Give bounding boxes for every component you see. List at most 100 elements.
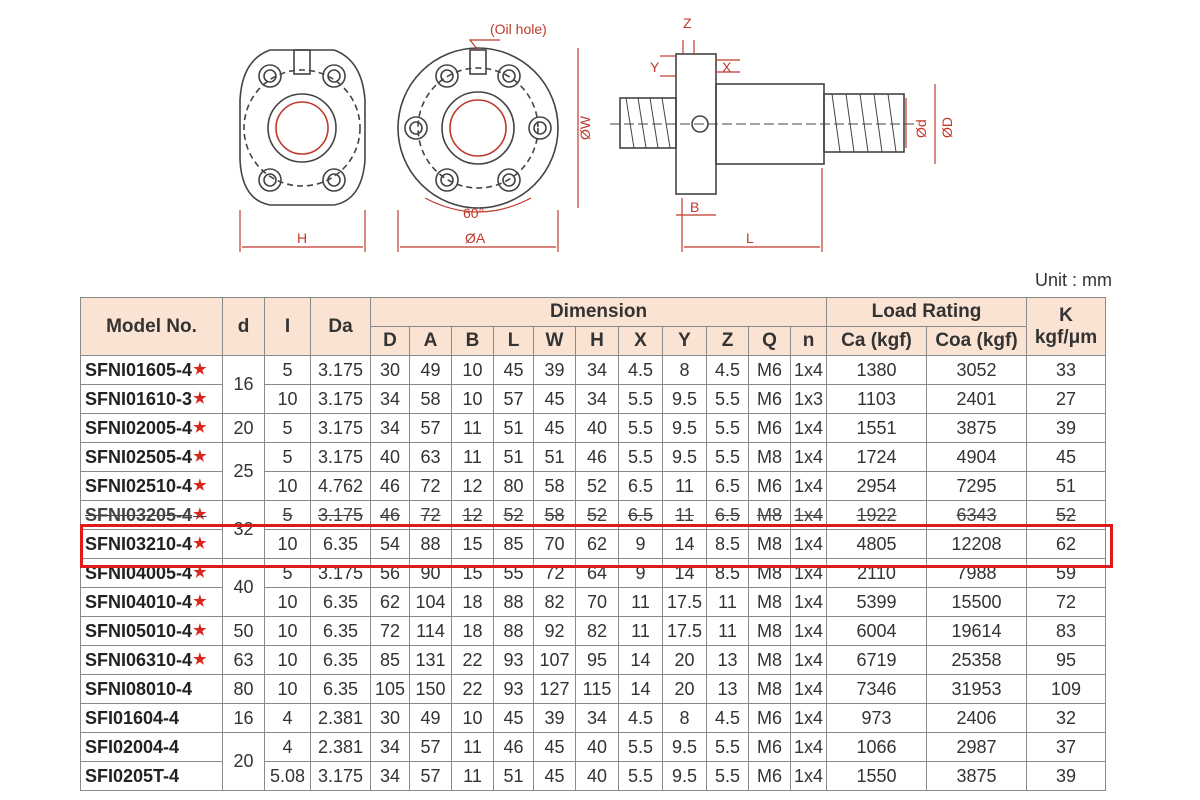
cell-da: 2.381 <box>310 703 371 733</box>
cell-a: 57 <box>409 732 452 762</box>
cell-d: 16 <box>222 703 265 733</box>
cell-n: 1x4 <box>790 674 827 704</box>
cell-n: 1x4 <box>790 413 827 443</box>
cell-x: 6.5 <box>618 471 663 501</box>
cell-z: 13 <box>706 674 749 704</box>
model-name: SFNI01610-3 <box>85 388 193 409</box>
cell-w: 72 <box>533 558 576 588</box>
col-coa: Coa (kgf) <box>926 326 1027 356</box>
cell-d: 40 <box>370 442 410 472</box>
cell-i: 5.08 <box>264 761 311 791</box>
cell-da: 3.175 <box>310 558 371 588</box>
flange-side-view <box>239 49 366 206</box>
table-subheader-row: D A B L W H X Y Z Q n Ca (kgf) Coa (kgf) <box>81 326 1106 356</box>
cell-da: 3.175 <box>310 500 371 530</box>
cell-b: 15 <box>451 529 494 559</box>
cell-i: 10 <box>264 587 311 617</box>
cell-h: 52 <box>575 471 619 501</box>
cell-d: 54 <box>370 529 410 559</box>
cell-d: 30 <box>370 703 410 733</box>
cell-w: 127 <box>533 674 576 704</box>
col-d: d <box>222 297 265 356</box>
cell-q: M8 <box>748 587 791 617</box>
cell-l: 51 <box>493 413 534 443</box>
cell-x: 5.5 <box>618 384 663 414</box>
cell-q: M8 <box>748 529 791 559</box>
cell-l: 46 <box>493 732 534 762</box>
unit-label: Unit : mm <box>1034 270 1112 290</box>
cell-da: 2.381 <box>310 732 371 762</box>
model-cell: SFNI04010-4★ <box>80 587 223 617</box>
model-cell: SFNI01605-4★ <box>80 355 223 385</box>
cell-i: 10 <box>264 471 311 501</box>
cell-a: 57 <box>409 761 452 791</box>
cell-da: 6.35 <box>310 587 371 617</box>
cell-q: M6 <box>748 732 791 762</box>
cell-z: 11 <box>706 616 749 646</box>
oil-hole-label: (Oil hole) <box>490 21 547 37</box>
cell-n: 1x4 <box>790 529 827 559</box>
cell-h: 40 <box>575 413 619 443</box>
cell-d: 34 <box>370 732 410 762</box>
cell-n: 1x4 <box>790 587 827 617</box>
cell-q: M8 <box>748 500 791 530</box>
cell-n: 1x4 <box>790 355 827 385</box>
cell-x: 5.5 <box>618 413 663 443</box>
cell-h: 52 <box>575 500 619 530</box>
cell-b: 18 <box>451 616 494 646</box>
cell-k: 109 <box>1026 674 1106 704</box>
cell-ca: 7346 <box>826 674 927 704</box>
cell-i: 4 <box>264 732 311 762</box>
col-k-label: K <box>1059 304 1073 326</box>
cell-a: 150 <box>409 674 452 704</box>
cell-da: 6.35 <box>310 674 371 704</box>
cell-n: 1x4 <box>790 761 827 791</box>
star-icon: ★ <box>193 505 207 523</box>
cell-k: 59 <box>1026 558 1106 588</box>
cell-y: 20 <box>662 674 707 704</box>
col-da: Da <box>310 297 371 356</box>
dim-z-label: Z <box>683 15 692 31</box>
cell-l: 85 <box>493 529 534 559</box>
cell-w: 70 <box>533 529 576 559</box>
cell-h: 40 <box>575 761 619 791</box>
cell-y: 9.5 <box>662 384 707 414</box>
cell-q: M6 <box>748 761 791 791</box>
cell-q: M8 <box>748 558 791 588</box>
model-cell: SFNI01610-3★ <box>80 384 223 414</box>
cell-d: 80 <box>222 674 265 704</box>
angle-label: 60° <box>463 205 484 221</box>
cell-ca: 6719 <box>826 645 927 675</box>
cell-z: 13 <box>706 645 749 675</box>
cell-d: 20 <box>222 732 265 791</box>
cell-ca: 1103 <box>826 384 927 414</box>
cell-d: 34 <box>370 413 410 443</box>
cell-w: 39 <box>533 355 576 385</box>
cell-d: 62 <box>370 587 410 617</box>
star-icon: ★ <box>193 592 207 610</box>
cell-z: 5.5 <box>706 384 749 414</box>
dim-a-label: ØA <box>465 230 486 246</box>
cell-ca: 1380 <box>826 355 927 385</box>
dim-y-label: Y <box>650 59 660 75</box>
col-dim-b: B <box>451 326 494 356</box>
model-name: SFNI02005-4 <box>85 417 193 438</box>
cell-ca: 1066 <box>826 732 927 762</box>
col-dim-w: W <box>533 326 576 356</box>
cell-k: 62 <box>1026 529 1106 559</box>
cell-a: 104 <box>409 587 452 617</box>
col-model-no: Model No. <box>80 297 223 356</box>
cell-a: 58 <box>409 384 452 414</box>
cell-d: 72 <box>370 616 410 646</box>
cell-l: 45 <box>493 355 534 385</box>
cell-b: 11 <box>451 442 494 472</box>
cell-k: 39 <box>1026 413 1106 443</box>
dim-l-label: L <box>746 230 754 246</box>
cell-x: 6.5 <box>618 500 663 530</box>
cell-z: 5.5 <box>706 732 749 762</box>
